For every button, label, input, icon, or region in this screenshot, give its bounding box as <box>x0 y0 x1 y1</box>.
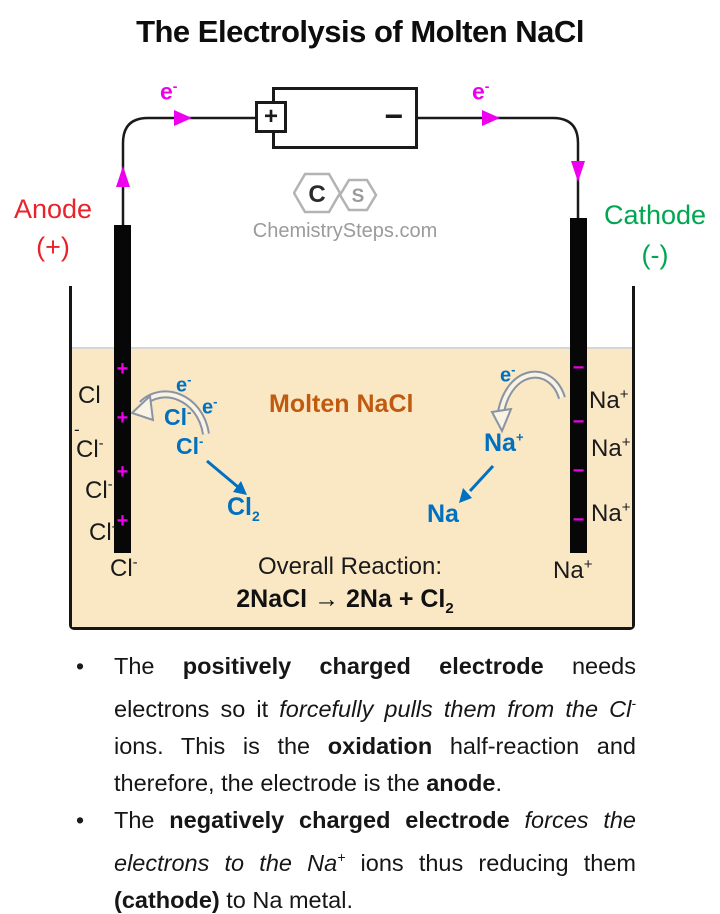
na-formation-arrow <box>468 464 495 493</box>
battery: − <box>272 87 418 149</box>
reduction-swoosh-arrowhead-icon <box>490 407 513 434</box>
chloride-ion-label: Cl- <box>76 435 104 463</box>
electron-flow-arrow-right-left-icon <box>174 110 192 126</box>
electron-label-left: e- <box>160 78 178 105</box>
battery-plus-terminal: + <box>255 101 287 133</box>
sodium-ion-label: Na+ <box>591 434 631 462</box>
anode-label: Anode <box>13 194 93 224</box>
bullet-marker: • <box>76 806 85 833</box>
wire-right <box>414 116 580 220</box>
electron-flow-arrow-up-icon <box>116 166 130 187</box>
cathode-label: Cathode <box>603 200 707 230</box>
anode-sign: (+) <box>36 232 70 262</box>
chloride-ion-label: Cl- <box>85 476 113 504</box>
bullet-marker: • <box>76 653 85 679</box>
wire-left <box>121 116 258 226</box>
overall-reaction-equation: 2NaCl → 2Na + Cl2 <box>236 585 454 617</box>
battery-minus-terminal: − <box>384 98 403 134</box>
bullet-text-cathode: The negatively charged electrode forces … <box>114 806 636 913</box>
chloride-ion-label: Cl- <box>110 554 138 582</box>
cl2-formation-arrow <box>206 459 239 489</box>
electron-label-right: e- <box>472 78 490 105</box>
electron-label-oxidation-1: e- <box>176 372 192 397</box>
list-item: • The positively charged electrode needs… <box>64 648 636 802</box>
sodium-ion-label: Na+ <box>553 556 593 584</box>
chloride-ion-charge: - <box>74 420 80 439</box>
cathode-charge-mark: − <box>572 357 585 379</box>
cathode-sign: (-) <box>641 240 669 270</box>
sodium-ion-label: Na+ <box>589 386 629 414</box>
anode-charge-mark: + <box>116 407 129 429</box>
chlorine-gas-label: Cl2 <box>227 493 260 524</box>
chloride-ion-label: Cl <box>78 382 101 409</box>
oxidation-swoosh-arrowhead-icon <box>130 393 155 422</box>
anode-electrode <box>114 225 131 553</box>
sodium-ion-label: Na+ <box>591 499 631 527</box>
logo-letter-c: C <box>308 181 325 208</box>
list-item: • The negatively charged electrode force… <box>64 802 636 914</box>
sodium-metal-label: Na <box>427 500 459 528</box>
anode-charge-mark: + <box>116 358 129 380</box>
page-title: The Electrolysis of Molten NaCl <box>136 14 584 49</box>
logo-letter-s: S <box>352 186 365 207</box>
na-formation-arrowhead-icon <box>459 488 472 503</box>
anode-charge-mark: + <box>116 461 129 483</box>
logo-site-text: ChemistrySteps.com <box>252 220 438 242</box>
electron-flow-arrow-right-right-icon <box>482 110 500 126</box>
cathode-charge-mark: − <box>572 460 585 482</box>
electron-label-oxidation-2: e- <box>202 394 218 419</box>
molten-nacl-label: Molten NaCl <box>269 390 414 418</box>
sodium-ion-blue-label: Na+ <box>484 429 524 457</box>
cathode-charge-mark: − <box>572 509 585 531</box>
chemistrysteps-logo-icon: C S <box>293 172 378 214</box>
chloride-ion-blue-label: Cl- <box>176 433 204 459</box>
electron-flow-arrow-down-icon <box>571 161 585 182</box>
cathode-charge-mark: − <box>572 411 585 433</box>
cl2-formation-arrowhead-icon <box>233 481 247 495</box>
explanation-list: • The positively charged electrode needs… <box>64 648 636 914</box>
overall-reaction-label: Overall Reaction: <box>257 553 443 580</box>
bullet-text-anode: The positively charged electrode needs e… <box>114 653 636 796</box>
electron-label-reduction: e- <box>500 362 516 387</box>
anode-charge-mark: + <box>116 510 129 532</box>
chloride-ion-blue-label: Cl- <box>164 404 192 430</box>
reduction-swoosh-arrow-inner <box>499 372 564 413</box>
chloride-ion-label: Cl- <box>89 518 117 546</box>
cathode-electrode <box>570 218 587 553</box>
